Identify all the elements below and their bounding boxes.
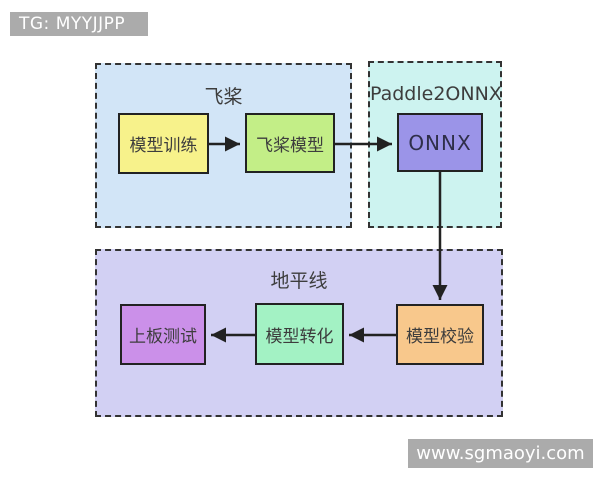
- node-model-verify: 模型校验: [396, 304, 484, 365]
- group-horizon-title: 地平线: [270, 270, 328, 292]
- node-board-test: 上板测试: [120, 304, 206, 365]
- group-paddle-title: 飞桨: [204, 86, 243, 108]
- node-onnx: ONNX: [397, 113, 483, 172]
- watermark-top-badge: TG: MYYJJPP: [10, 12, 148, 36]
- watermark-bottom-badge: www.sgmaoyi.com: [408, 439, 593, 468]
- group-paddle2onnx-title: Paddle2ONNX: [370, 83, 502, 105]
- node-paddle-model: 飞桨模型: [245, 113, 335, 173]
- node-model-training: 模型训练: [118, 113, 209, 174]
- node-model-convert: 模型转化: [255, 303, 344, 365]
